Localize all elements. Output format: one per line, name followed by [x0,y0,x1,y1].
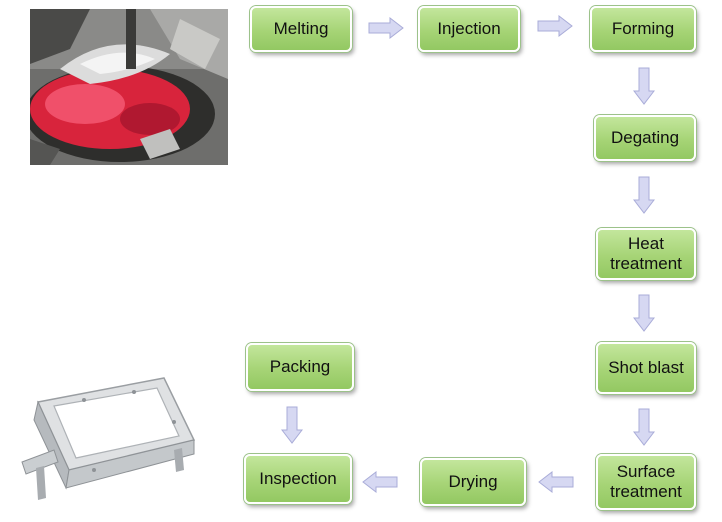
node-drying: Drying [420,458,526,506]
arrow-right-icon [537,15,573,37]
arrow-right-icon [368,17,404,39]
arrow-down-icon [633,294,655,332]
arrow-left-icon [362,471,398,493]
node-heat-treatment: Heat treatment [596,228,696,280]
arrow-down-icon [633,67,655,105]
arrow-down-icon [281,406,303,444]
node-inspection: Inspection [244,454,352,504]
node-shot-blast: Shot blast [596,342,696,394]
arrow-down-icon [633,408,655,446]
cast-frame-photo [14,370,199,505]
arrow-left-icon [538,471,574,493]
node-forming: Forming [590,6,696,52]
node-injection: Injection [418,6,520,52]
node-surface-treatment: Surface treatment [596,454,696,510]
molten-metal-photo [30,9,228,165]
arrow-down-icon [633,176,655,214]
node-degating: Degating [594,115,696,161]
node-packing: Packing [246,343,354,391]
node-melting: Melting [250,6,352,52]
